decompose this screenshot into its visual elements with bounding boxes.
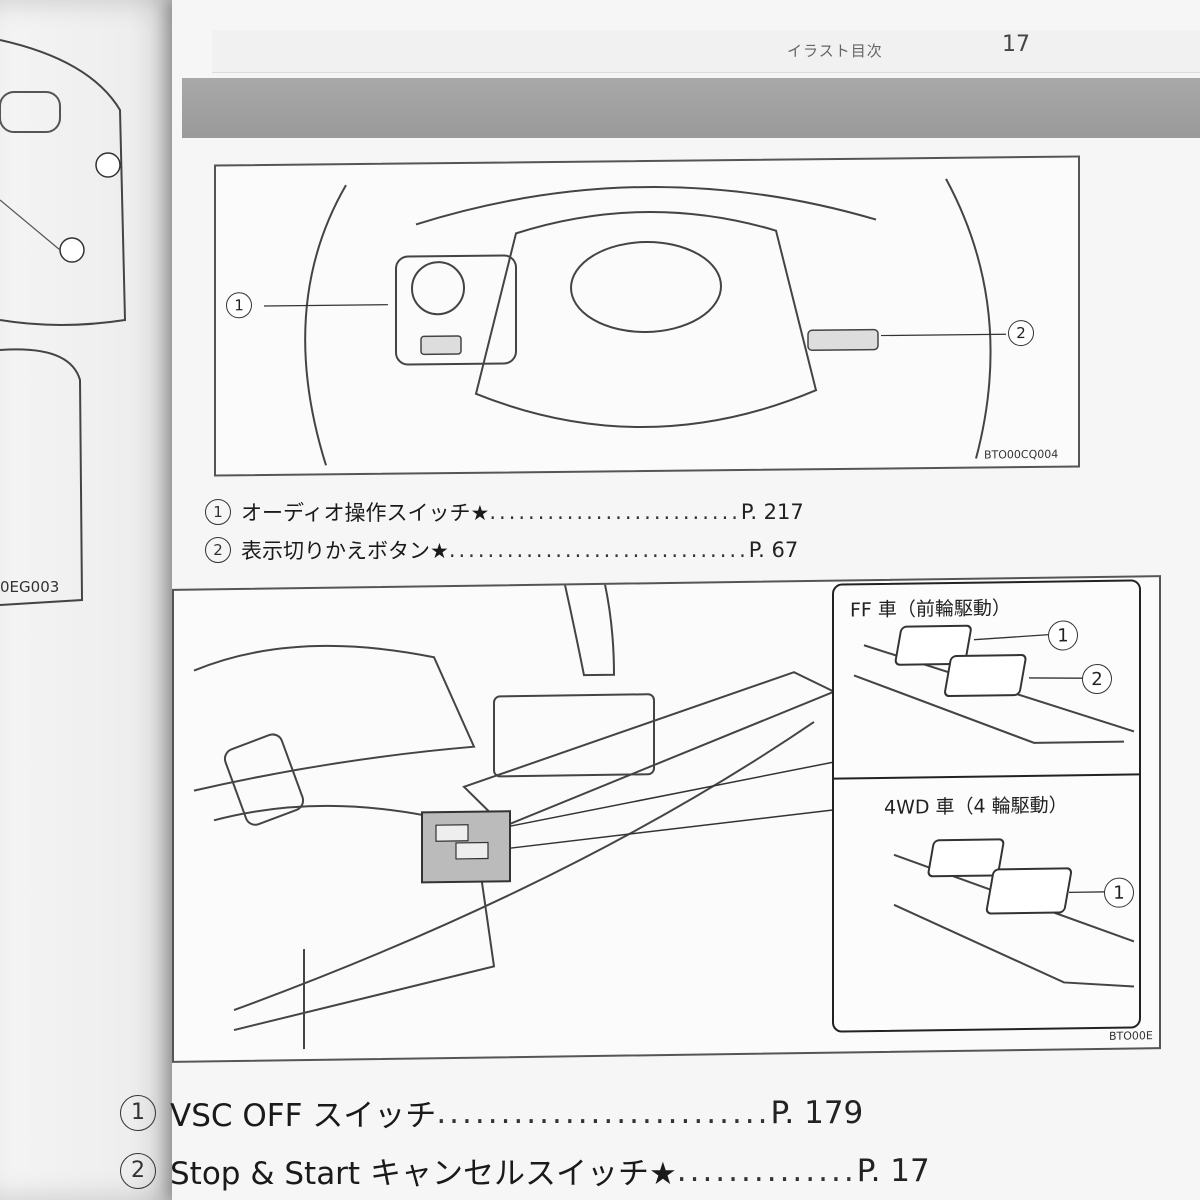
left-facing-page: 0EG003	[0, 0, 185, 1200]
figure1-code: BTO00CQ004	[984, 447, 1059, 462]
item-label: VSC OFF スイッチ	[170, 1098, 437, 1134]
ff-switch-illustration	[853, 624, 1135, 744]
steering-wheel-figure: 1 2 BTO00CQ004	[214, 155, 1080, 477]
figure1-item-1: 1 オーディオ操作スイッチ★ .........................…	[205, 497, 804, 527]
switch-detail-inset: FF 車（前輪駆動） 1 2 4WD 車（4 輪駆動） 1	[832, 579, 1141, 1033]
figure2-item-1: 1 VSC OFF スイッチ .........................…	[120, 1090, 863, 1135]
center-console-illustration	[193, 579, 837, 1050]
item-number: 1	[205, 499, 231, 525]
leader-dots: ..............	[676, 1152, 857, 1189]
figure2-item-2: 2 Stop & Start キャンセルスイッチ★ ..............…	[120, 1148, 930, 1193]
left-page-figure-code: 0EG003	[0, 578, 60, 596]
leader-dots: ...............................	[448, 538, 749, 562]
page-reference: P. 179	[770, 1094, 864, 1131]
center-console-figure: FF 車（前輪駆動） 1 2 4WD 車（4 輪駆動） 1	[172, 575, 1161, 1063]
page-number: 17	[1002, 32, 1030, 57]
left-page-illustration	[0, 39, 127, 606]
manual-page: イラスト目次 17 1 2 BTO00CQ004 1 オーディオ操作スイッチ★ …	[120, 0, 1200, 1200]
figure1-callout-2: 2	[1008, 319, 1034, 347]
item-number: 2	[205, 537, 231, 563]
page-reference: P. 67	[748, 538, 799, 562]
4wd-switch-illustration	[893, 838, 1135, 988]
header-title: イラスト目次	[787, 42, 883, 60]
item-label: オーディオ操作スイッチ★	[241, 501, 490, 525]
leader-dots: ..........................	[436, 1094, 771, 1131]
page-reference: P. 17	[856, 1152, 930, 1189]
item-number: 2	[120, 1152, 156, 1189]
item-label: 表示切りかえボタン★	[241, 539, 449, 563]
header-band	[212, 30, 1200, 73]
item-label: Stop & Start キャンセルスイッチ★	[170, 1156, 677, 1192]
steering-wheel-illustration	[264, 178, 1006, 466]
figure1-item-2: 2 表示切りかえボタン★ ...........................…	[205, 535, 798, 565]
leader-dots: ..........................	[489, 500, 741, 524]
figure2-code: BTO00E	[1109, 1029, 1153, 1043]
item-number: 1	[120, 1094, 156, 1131]
figure1-callout-1: 1	[226, 292, 252, 319]
page-reference: P. 217	[740, 500, 804, 524]
section-tab-band	[182, 78, 1200, 138]
